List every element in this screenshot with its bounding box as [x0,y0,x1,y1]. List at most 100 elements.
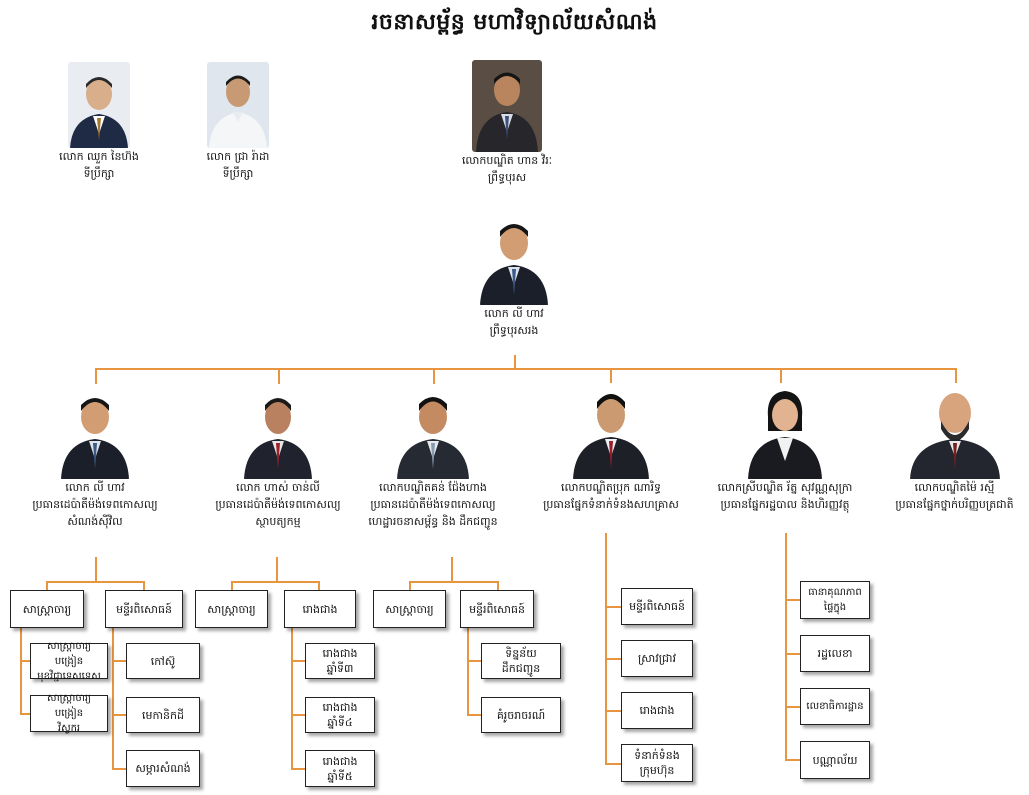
connector-line [95,557,97,582]
connector-line [112,768,126,770]
connector-line [409,581,411,590]
connector-line [112,628,114,770]
unit-box: រដ្ឋលេខា [800,635,870,672]
connector-line [785,653,800,655]
vice-dean-photo [478,213,550,305]
department-head-card: លោកបណ្ឌិតម៉ៃ រស្មី ប្រធានផ្នែកថ្នាក់បរិញ… [882,383,1027,513]
unit-box: ធានាគុណភាព ផ្ទៃក្នុង [800,581,870,619]
dean-photo [472,60,542,152]
connector-line [514,355,516,369]
unit-box: បណ្ណាល័យ [800,741,870,779]
person-name: លោកបណ្ឌិតប្រុក ណារិទ្ធ [561,481,661,494]
connector-line [112,660,126,662]
connector-line [46,581,144,583]
connector-line [605,606,621,608]
unit-box: មន្ទីរពិសោធន៍ [621,588,693,625]
person-role: ប្រធានផ្នែករដ្ឋបាល និងហិរញ្ញវត្ថុ [720,498,850,511]
department-head-card: លោកបណ្ឌិតគន់ ជ៉ែងហាង ប្រធានដេប៉ាតឺម៉ង់ទេ… [353,387,513,530]
department-head-photo [59,387,131,479]
unit-box: សម្ភារសំណង់ [126,750,200,787]
connector-line [467,714,481,716]
department-head-card: លោក លី ហាវ ប្រធានដេប៉ាតឺម៉ង់ទេពកោសល្យ សំ… [15,387,175,530]
person-name: លោក ជ្រា រ៉ាដា [206,150,270,163]
connector-line [605,710,621,712]
connector-line [143,581,145,590]
unit-box: រោងជាង [284,590,356,628]
connector-line [20,628,22,714]
chart-title: រចនាសម្ព័ន្ធ មហាវិទ្យាល័យសំណង់ [371,10,658,35]
person-role: ព្រឹទ្ធបុរសរង [489,324,539,337]
connector-line [95,368,957,370]
department-head-card: លោក ហាស់ ចាន់លី ប្រធានដេប៉ាតឺម៉ង់ទេពកោសល… [198,387,358,530]
connector-line [291,714,305,716]
person-role: ទីប្រឹក្សា [222,167,254,180]
advisor-card: លោក ជ្រា រ៉ាដា ទីប្រឹក្សា [183,62,293,182]
unit-box: មន្ទីរពិសោធន៍ [460,590,534,628]
connector-line [291,768,305,770]
department-head-photo [242,387,314,479]
unit-box: ទិន្នន័យ ដឹកជញ្ជូន [481,643,561,679]
connector-line [785,759,800,761]
unit-box: សាស្ត្រាចារ្យ [10,590,84,628]
connector-line [785,706,800,708]
connector-line [497,581,499,590]
connector-line [276,557,278,582]
person-role: ព្រឹទ្ធបុរស [487,171,527,184]
person-name: លោក ឈួក នៃហ៊ង [59,150,139,163]
person-role: ប្រធានដេប៉ាតឺម៉ង់ទេពកោសល្យ ហេដ្ឋារចនាសម្… [368,498,498,528]
department-head-photo [907,383,1002,479]
connector-line [291,660,305,662]
person-name: លោក លី ហាវ [65,481,125,494]
connector-line [20,713,30,715]
unit-box: រោងជាង ឆ្នាំទី៣ [305,643,375,679]
advisor-card: លោក ឈួក នៃហ៊ង ទីប្រឹក្សា [44,62,154,182]
person-name: លោក លី ហាវ [484,307,544,320]
connector-line [451,557,453,582]
vice-dean-card: លោក លី ហាវ ព្រឹទ្ធបុរសរង [449,213,579,339]
person-role: ទីប្រឹក្សា [83,167,115,180]
connector-line [605,658,621,660]
dean-card: លោកបណ្ឌិត ហាន វិរៈ ព្រឹទ្ធបុរស [447,60,567,186]
connector-line [231,581,319,583]
department-head-card: លោកបណ្ឌិតប្រុក ណារិទ្ធ ប្រធានផ្នែកទំនាក់… [531,383,691,513]
person-role: ប្រធានដេប៉ាតឺម៉ង់ទេពកោសល្យ សំណង់ស៊ីវិល [32,498,158,528]
connector-line [467,660,481,662]
person-role: ប្រធានដេប៉ាតឺម៉ង់ទេពកោសល្យ ស្ថាបត្យកម្ម [215,498,341,528]
connector-line [291,628,293,770]
unit-box: លេខាធិការដ្ឋាន [800,688,870,725]
unit-box: រោងជាង ឆ្នាំទី៥ [305,750,375,787]
connector-line [278,368,280,384]
unit-box: សាស្ត្រាចារ្យបង្រៀន វិស្វករ [30,693,108,734]
person-name: លោកបណ្ឌិតម៉ៃ រស្មី [914,481,995,494]
connector-line [467,628,469,716]
connector-line [231,581,233,590]
connector-line [95,368,97,384]
department-head-card: លោកស្រីបណ្ឌិត រ័ត្ន សុវណ្ណសុក្រា ប្រធានផ… [695,383,875,513]
person-name: លោកបណ្ឌិតគន់ ជ៉ែងហាង [379,481,487,494]
unit-box: សាស្ត្រាចារ្យបង្រៀន មុខវិជ្ជាទេសទេស [30,641,108,682]
unit-box: មេកានិកដី [126,697,200,733]
connector-line [780,368,782,384]
person-role: ប្រធានផ្នែកទំនាក់ទំនងសហគ្រាស [543,498,679,511]
connector-line [785,533,787,761]
person-name: លោក ហាស់ ចាន់លី [236,481,320,494]
unit-box: រោងជាង ឆ្នាំទី៤ [305,697,375,733]
unit-box: គំរូចរាចរណ៍ [481,697,561,733]
connector-line [785,599,800,601]
department-head-photo [395,387,471,479]
connector-line [433,368,435,384]
person-name: លោកស្រីបណ្ឌិត រ័ត្ន សុវណ្ណសុក្រា [717,481,853,494]
unit-box: សាស្ត្រាចារ្យ [373,590,446,628]
unit-box: មន្ទីរពិសោធន៍ [105,590,183,628]
connector-line [605,763,621,765]
connector-line [605,533,607,765]
department-head-photo [571,383,651,479]
person-role: ប្រធានផ្នែកថ្នាក់បរិញ្ញបត្រជាតិ [895,498,1014,511]
connector-line [318,581,320,590]
person-name: លោកបណ្ឌិត ហាន វិរៈ [461,154,553,167]
advisor-photo [68,62,130,148]
connector-line [955,368,957,384]
department-head-photo [746,383,824,479]
connector-line [46,581,48,590]
